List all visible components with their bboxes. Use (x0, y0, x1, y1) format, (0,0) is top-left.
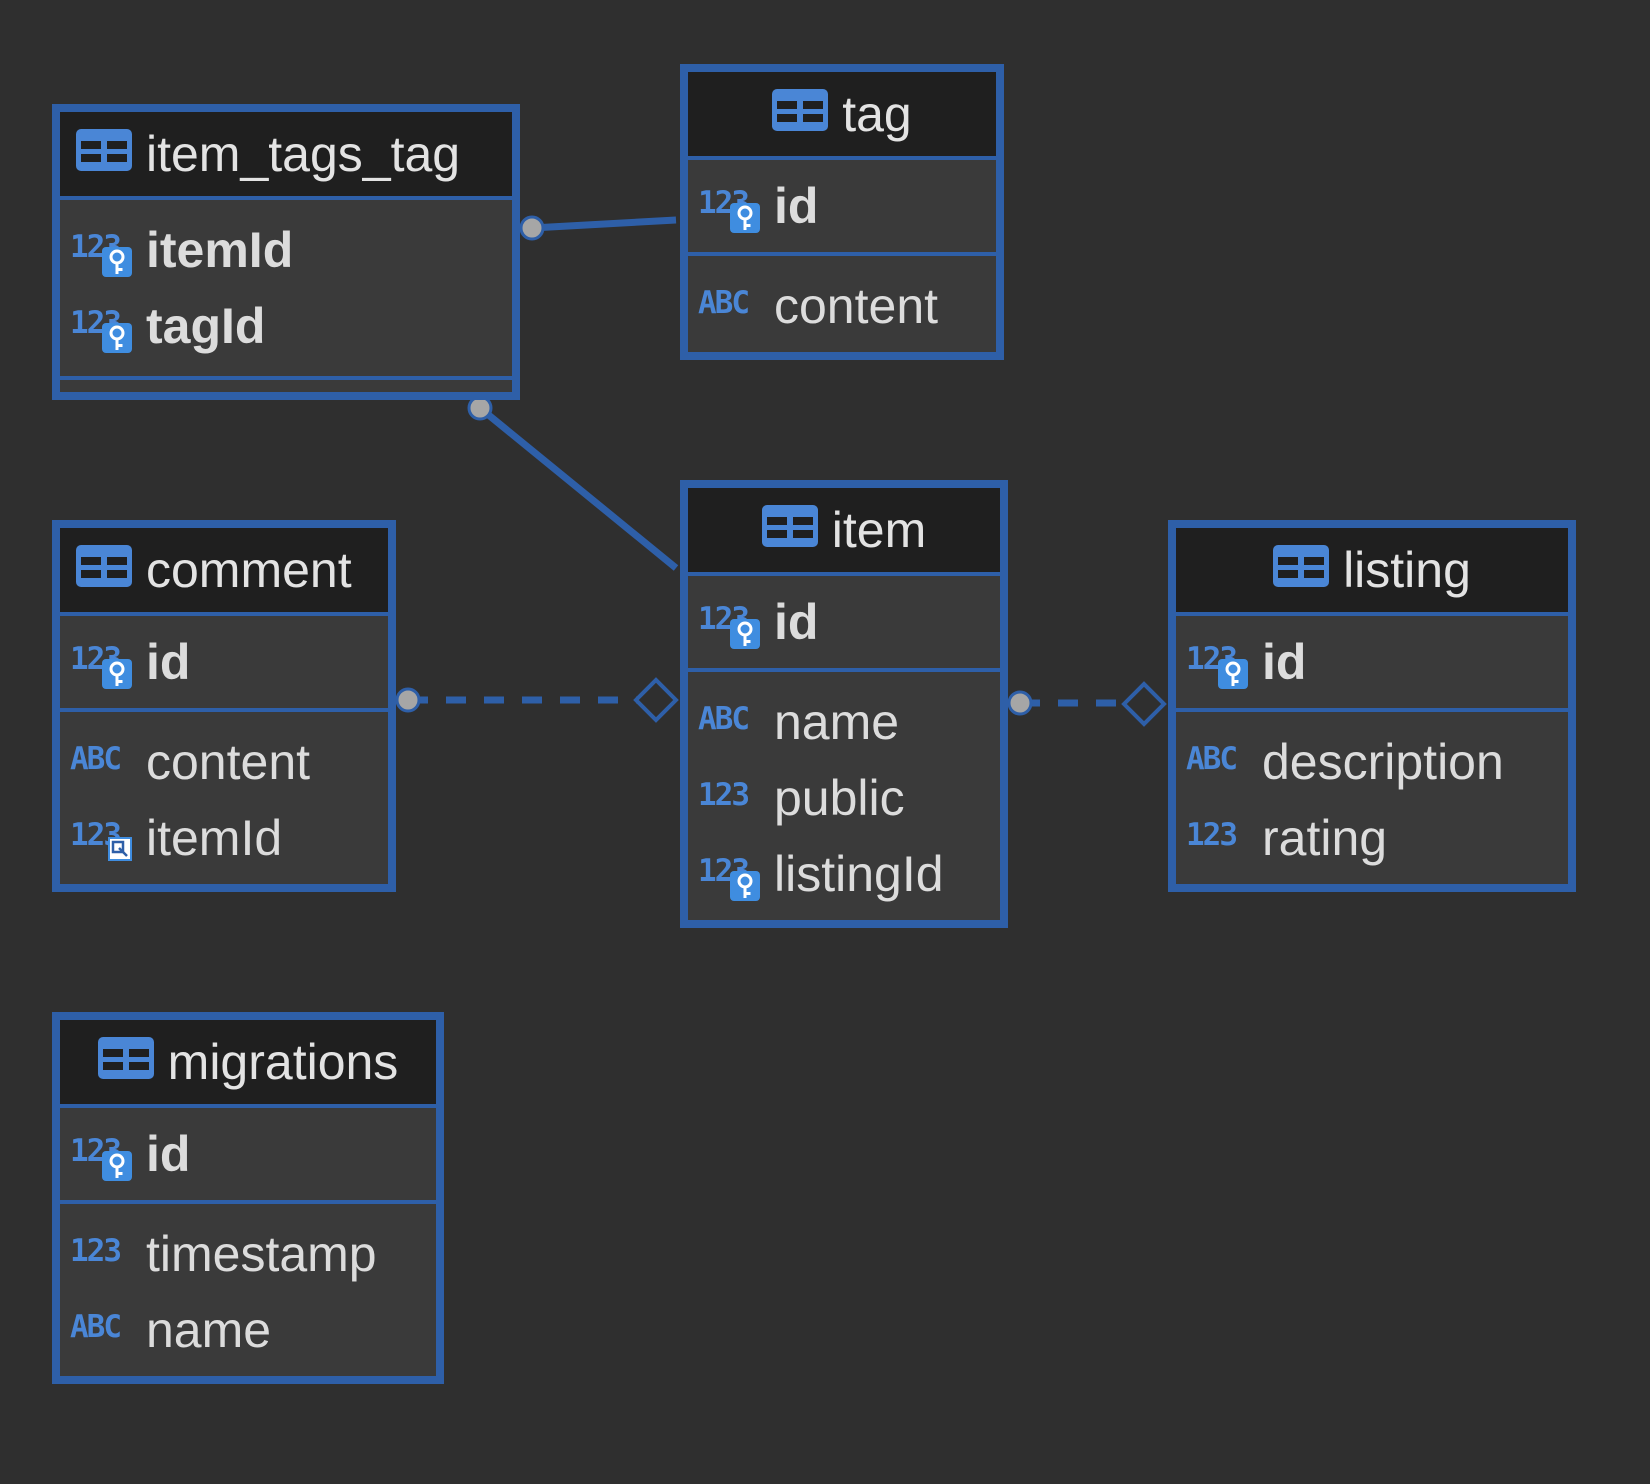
connector-dot (467, 395, 493, 421)
numeric-primary-key-icon: 123 (1186, 637, 1250, 689)
column-name: id (146, 1126, 191, 1182)
rel-comment-to-item[interactable] (395, 677, 679, 723)
rel-item-tags-tag-to-tag[interactable] (519, 215, 677, 241)
entity-title: listing (1343, 542, 1471, 598)
columns-section: ABC content (688, 252, 996, 356)
primary-key-section: 123 id (1176, 616, 1568, 708)
entity-title: comment (146, 542, 352, 598)
column-row[interactable]: ABC content (688, 268, 996, 344)
columns-section: ABC content 123 itemId (60, 708, 388, 888)
column-name: id (1262, 634, 1307, 690)
entity-header[interactable]: listing (1176, 528, 1568, 616)
column-name: name (146, 1302, 272, 1358)
column-row[interactable]: 123 public (688, 760, 1000, 836)
entity-title: tag (842, 86, 912, 142)
numeric-type-icon: 123 (70, 1233, 122, 1269)
column-name: name (774, 694, 900, 750)
column-name: description (1262, 734, 1504, 790)
rel-item-to-listing[interactable] (1007, 681, 1167, 727)
primary-key-section: 123 itemId 123 tagId (60, 200, 512, 376)
numeric-primary-key-icon: 123 (70, 637, 134, 689)
numeric-primary-key-icon: 123 (70, 225, 134, 277)
primary-key-section: 123 id (688, 160, 996, 252)
columns-section (60, 376, 512, 398)
table-icon (772, 85, 842, 143)
column-row[interactable]: 123 id (1176, 624, 1568, 700)
numeric-foreign-key-icon: 123 (70, 813, 134, 863)
entity-migrations[interactable]: migrations 123 id 123 timestamp ABC name (52, 1012, 444, 1384)
column-row[interactable]: 123 id (60, 624, 388, 700)
numeric-type-icon: 123 (698, 777, 750, 813)
entity-header[interactable]: item (688, 488, 1000, 576)
column-row[interactable]: 123 id (60, 1116, 436, 1192)
text-type-icon: ABC (698, 701, 750, 737)
numeric-primary-key-icon: 123 (70, 1129, 134, 1181)
numeric-primary-key-icon: 123 (698, 597, 762, 649)
column-row[interactable]: ABC name (60, 1292, 436, 1368)
column-row[interactable]: 123 id (688, 168, 996, 244)
column-row[interactable]: 123 itemId (60, 212, 512, 288)
entity-title: item (831, 502, 927, 558)
column-name: itemId (146, 222, 294, 278)
table-icon (761, 501, 832, 559)
numeric-primary-key-icon: 123 (70, 301, 134, 353)
column-name: id (774, 178, 819, 234)
text-type-icon: ABC (1186, 741, 1238, 777)
column-name: rating (1262, 810, 1388, 866)
column-name: listingId (774, 846, 944, 902)
entity-title: item_tags_tag (146, 126, 461, 182)
column-row[interactable]: ABC description (1176, 724, 1568, 800)
table-icon (76, 125, 146, 183)
column-row[interactable]: 123 id (688, 584, 1000, 660)
entity-header[interactable]: item_tags_tag (60, 112, 512, 200)
numeric-primary-key-icon: 123 (698, 849, 762, 901)
table-icon (76, 541, 146, 599)
text-type-icon: ABC (70, 741, 122, 777)
column-row[interactable]: ABC name (688, 684, 1000, 760)
column-name: itemId (146, 810, 283, 866)
entity-item[interactable]: item 123 id ABC name 123 public 123 list… (680, 480, 1008, 928)
numeric-type-icon: 123 (1186, 817, 1238, 853)
text-type-icon: ABC (698, 285, 750, 321)
column-row[interactable]: 123 timestamp (60, 1216, 436, 1292)
entity-tag[interactable]: tag 123 id ABC content (680, 64, 1004, 360)
text-type-icon: ABC (70, 1309, 122, 1345)
column-row[interactable]: 123 itemId (60, 800, 388, 876)
columns-section: ABC description 123 rating (1176, 708, 1568, 888)
entity-comment[interactable]: comment 123 id ABC content 123 itemId (52, 520, 396, 892)
primary-key-section: 123 id (60, 1108, 436, 1200)
rel-item-tags-tag-to-item[interactable] (467, 395, 679, 571)
numeric-primary-key-icon: 123 (698, 181, 762, 233)
columns-section: 123 timestamp ABC name (60, 1200, 436, 1380)
columns-section: ABC name 123 public 123 listingId (688, 668, 1000, 924)
column-name: id (146, 634, 191, 690)
connector-dot (1007, 690, 1033, 716)
entity-header[interactable]: tag (688, 72, 996, 160)
column-name: content (774, 278, 939, 334)
primary-key-section: 123 id (688, 576, 1000, 668)
column-name: tagId (146, 298, 266, 354)
column-row[interactable]: 123 tagId (60, 288, 512, 364)
column-name: id (774, 594, 819, 650)
connector-diamond (633, 677, 679, 723)
connector-dot (519, 215, 545, 241)
column-row[interactable]: 123 listingId (688, 836, 1000, 912)
column-name: content (146, 734, 311, 790)
table-icon (97, 1033, 168, 1091)
connector-diamond (1121, 681, 1167, 727)
entity-header[interactable]: comment (60, 528, 388, 616)
column-name: timestamp (146, 1226, 377, 1282)
entity-title: migrations (167, 1034, 399, 1090)
table-icon (1273, 541, 1343, 599)
connector-dot (395, 687, 421, 713)
entity-item-tags-tag[interactable]: item_tags_tag 123 itemId 123 tagId (52, 104, 520, 400)
entity-listing[interactable]: listing 123 id ABC description 123 ratin… (1168, 520, 1576, 892)
column-row[interactable]: 123 rating (1176, 800, 1568, 876)
primary-key-section: 123 id (60, 616, 388, 708)
column-row[interactable]: ABC content (60, 724, 388, 800)
entity-header[interactable]: migrations (60, 1020, 436, 1108)
column-name: public (774, 770, 905, 826)
